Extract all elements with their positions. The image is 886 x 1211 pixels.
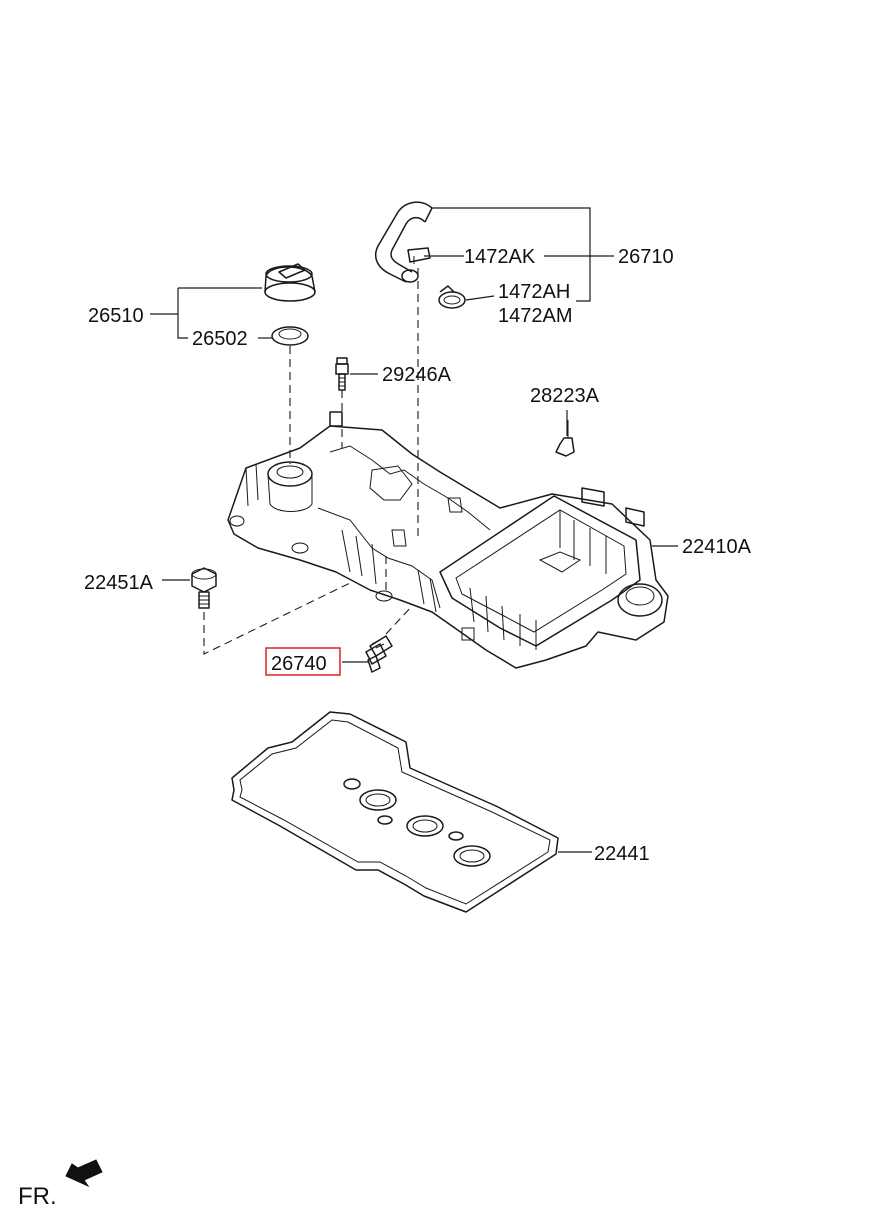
front-direction-label: FR. bbox=[18, 1183, 57, 1210]
oil-filler-gasket[interactable] bbox=[271, 326, 309, 346]
breather-hose[interactable] bbox=[374, 201, 433, 283]
stud-bolt-29246a[interactable] bbox=[335, 357, 349, 391]
label-1472ak[interactable]: 1472AK bbox=[464, 246, 536, 268]
label-22451a[interactable]: 22451A bbox=[84, 572, 154, 594]
rocker-cover-gasket[interactable] bbox=[231, 711, 559, 913]
clip-28223a[interactable] bbox=[555, 420, 575, 457]
dashed-assembly-lines bbox=[203, 268, 419, 655]
label-1472am[interactable]: 1472AM bbox=[498, 305, 573, 327]
label-29246a[interactable]: 29246A bbox=[382, 364, 452, 386]
oil-filler-cap[interactable] bbox=[264, 263, 316, 302]
highlight-box-26740 bbox=[265, 647, 341, 676]
front-arrow-icon bbox=[65, 1159, 103, 1188]
leader-lines bbox=[150, 207, 678, 853]
label-22441[interactable]: 22441 bbox=[594, 843, 650, 865]
label-26510[interactable]: 26510 bbox=[88, 305, 144, 327]
label-26502[interactable]: 26502 bbox=[192, 328, 248, 350]
hose-clamp-lower[interactable] bbox=[438, 285, 466, 309]
bolt-22451a[interactable] bbox=[191, 567, 217, 609]
label-26710[interactable]: 26710 bbox=[618, 246, 674, 268]
label-26740[interactable]: 26740 bbox=[271, 653, 327, 675]
cylinder-head-cover[interactable] bbox=[227, 411, 669, 669]
hose-clamp-upper[interactable] bbox=[407, 247, 431, 264]
label-1472ah[interactable]: 1472AH bbox=[498, 281, 570, 303]
pcv-valve[interactable] bbox=[365, 635, 393, 673]
label-22410a[interactable]: 22410A bbox=[682, 536, 752, 558]
label-28223a[interactable]: 28223A bbox=[530, 385, 600, 407]
